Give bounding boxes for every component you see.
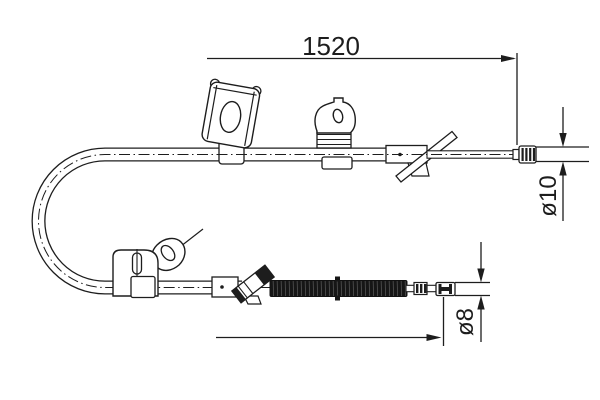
length-label: 1520	[302, 31, 360, 61]
centerlines	[38, 154, 520, 288]
arrowhead-right	[426, 334, 442, 341]
arrowhead-up	[477, 295, 485, 310]
dimension-length: 1520	[207, 31, 518, 145]
arrowhead-up	[559, 161, 567, 176]
cable-end-fitting-top	[512, 145, 537, 164]
spring-boot	[269, 276, 408, 301]
mounting-bracket-bottom	[112, 228, 204, 299]
diameter-bottom-label: ø8	[452, 308, 479, 336]
grommet	[314, 97, 356, 170]
dimension-diameter-bottom: ø8	[452, 242, 490, 342]
diameter-top-label: ø10	[535, 175, 562, 216]
arrowhead-right	[501, 55, 516, 62]
rod-bottom	[405, 281, 438, 296]
dimension-diameter-top: ø10	[535, 107, 589, 221]
cable-housing	[31, 147, 392, 295]
cable-end-fitting-bottom	[435, 281, 456, 297]
mounting-clip-top	[201, 78, 262, 165]
dimension-reference-bottom	[216, 297, 445, 346]
angled-connector	[230, 264, 276, 305]
arrowhead-down	[559, 133, 567, 147]
arrowhead-down	[477, 268, 485, 283]
